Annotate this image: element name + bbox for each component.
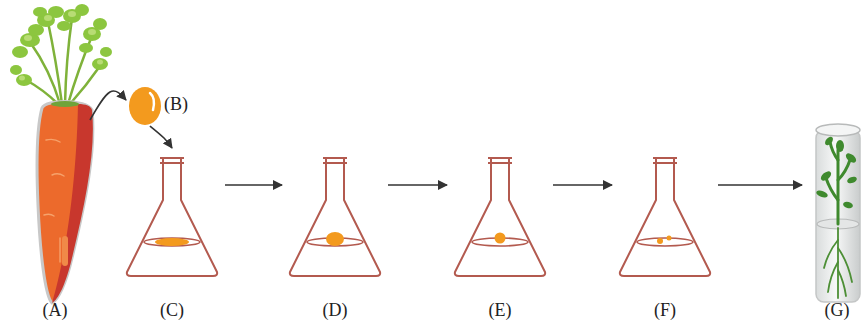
process-arrow (225, 184, 282, 186)
tube-panel: (G) (810, 116, 864, 324)
panel-label: (A) (43, 301, 68, 321)
flask-panel: (E) (455, 150, 545, 324)
carrot-root (37, 101, 93, 303)
carrot-leaves (10, 4, 112, 104)
flask-c (127, 158, 217, 276)
flask-d (290, 158, 380, 276)
panel-label: (G) (825, 301, 850, 321)
process-arrow (718, 184, 802, 186)
explant-disc (129, 87, 161, 125)
panel-label: (E) (489, 301, 512, 321)
carrot-panel: (A) (10, 0, 100, 324)
process-arrow (388, 184, 447, 186)
test-tube (815, 124, 860, 302)
flask-panel: (F) (620, 150, 710, 324)
panel-label: (F) (654, 301, 676, 321)
flask-panel: (C) (127, 150, 217, 324)
panel-label: (D) (323, 301, 348, 321)
flask-f (620, 158, 710, 276)
process-arrow (90, 91, 126, 120)
panel-label: (B) (164, 95, 188, 115)
explant-panel: (B) (128, 86, 208, 124)
panel-label: (C) (160, 301, 184, 321)
process-arrow (553, 184, 612, 186)
process-arrow (150, 126, 172, 148)
flask-e (455, 158, 545, 276)
flask-panel: (D) (290, 150, 380, 324)
